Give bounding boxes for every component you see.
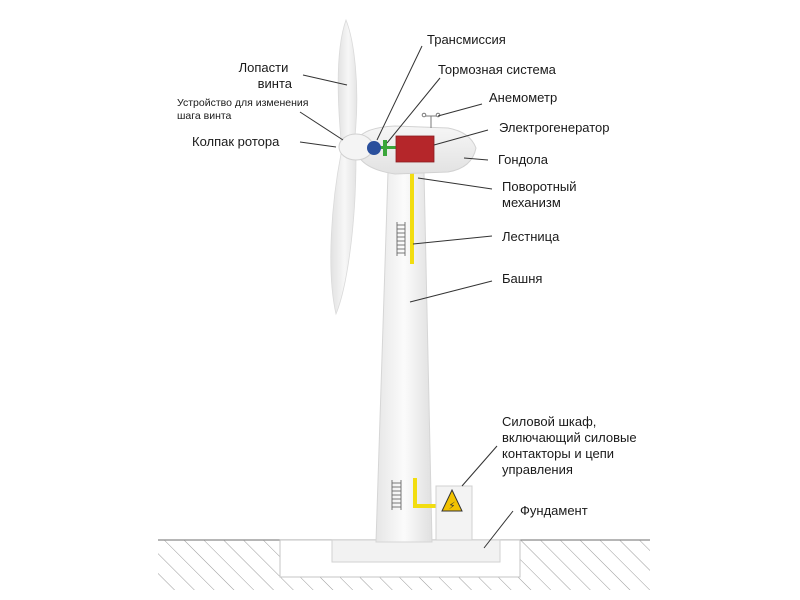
anemometer-part [421,112,441,128]
label-yaw: Поворотный механизм [502,179,580,210]
label-brake: Тормозная система [438,62,557,77]
power-cable [410,168,439,508]
blade-upper [337,18,358,141]
transmission-part [367,141,381,155]
tower [375,171,433,543]
label-ladder: Лестница [502,229,560,244]
label-cabinet: Силовой шкаф, включающий силовые контакт… [502,414,640,477]
label-hub: Колпак ротора [192,134,280,149]
label-transmission: Трансмиссия [427,32,506,47]
label-pitch: Устройство для изменения шага винта [177,97,311,122]
leader-lines [299,45,514,549]
generator [395,135,435,163]
ladder-upper [396,222,406,256]
brake-part [383,140,387,156]
foundation-top [331,539,501,563]
label-nacelle: Гондола [498,152,549,167]
ladder-lower [391,480,402,510]
label-tower: Башня [502,271,542,286]
label-foundation: Фундамент [520,503,588,518]
warning-sign: ⚡ [441,488,463,512]
blade-lower [330,153,357,316]
label-blades: Лопасти винта [239,60,293,91]
label-anemometer: Анемометр [489,90,557,105]
warning-icon: ⚡ [448,501,455,512]
label-generator: Электрогенератор [499,120,610,135]
